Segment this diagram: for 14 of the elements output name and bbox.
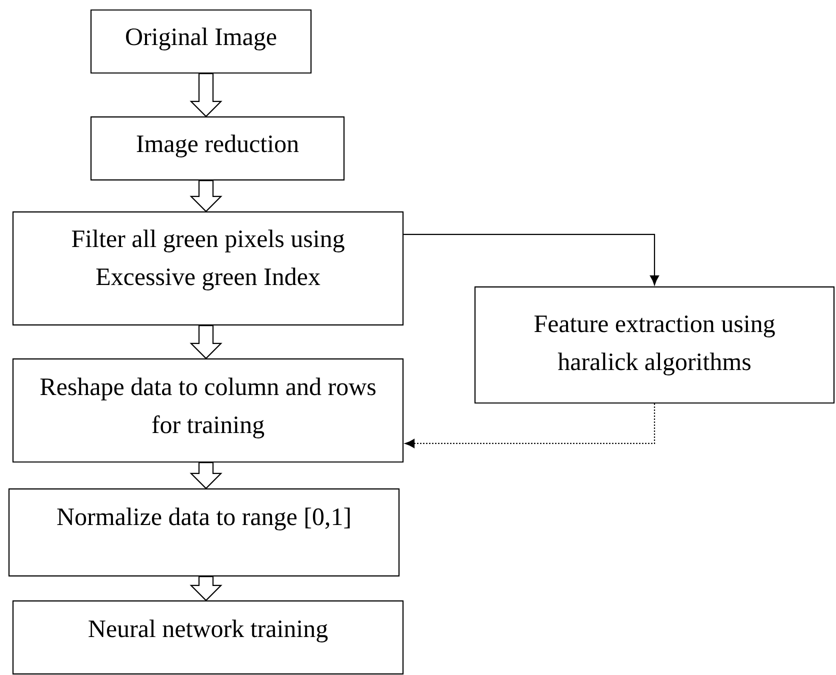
process-box: Neural network training (12, 600, 404, 675)
arrow (404, 234, 659, 286)
block-arrow (190, 324, 222, 360)
process-box: Reshape data to column and rows for training (12, 358, 404, 463)
block-arrow (190, 180, 222, 212)
block-arrow (190, 576, 222, 602)
block-arrow (190, 462, 222, 490)
block-arrow (190, 73, 222, 118)
process-box: Normalize data to range [0,1] (8, 488, 400, 577)
arrow (404, 404, 656, 448)
process-box: Image reduction (90, 116, 345, 181)
process-box: Original Image (90, 9, 312, 74)
process-box: Feature extraction using haralick algorithms (474, 286, 835, 404)
process-box: Filter all green pixels using Excessive green Index (12, 211, 404, 326)
